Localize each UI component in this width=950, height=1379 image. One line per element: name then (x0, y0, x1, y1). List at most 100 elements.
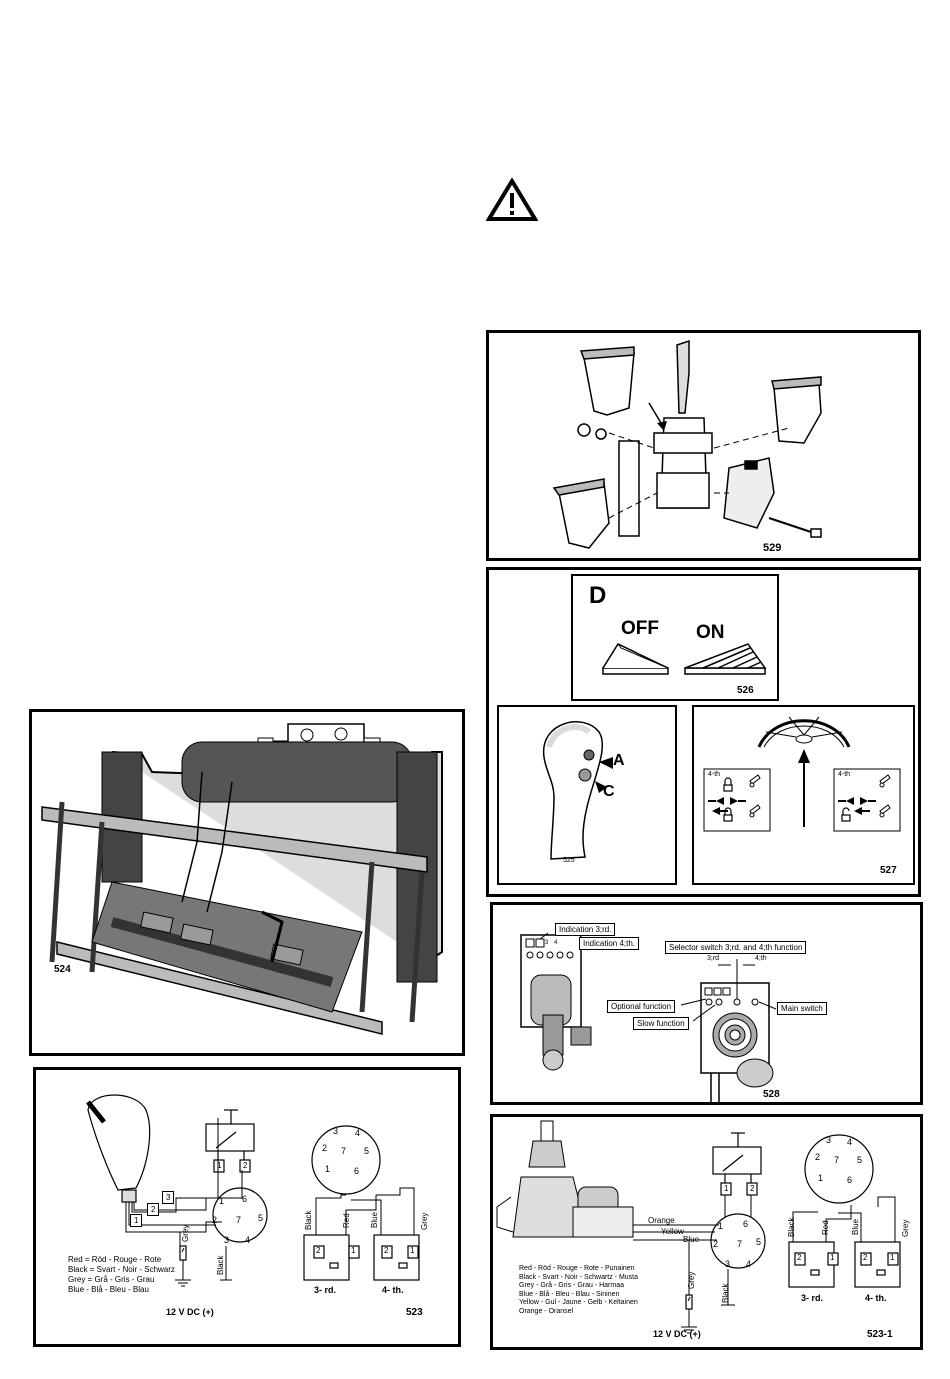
black-wire-label-2: Black (304, 1210, 313, 1230)
wire-tag-2: 2 (147, 1203, 160, 1216)
warning-icon (486, 178, 538, 222)
connector-icon (212, 1187, 268, 1243)
pin-2: 2 (713, 1239, 719, 1249)
front-loader-drawing-icon (41, 741, 443, 1035)
figure-523-panel: 3 2 1 1 2 1 6 2 7 5 3 4 3 4 2 7 5 1 6 Gr… (33, 1067, 461, 1347)
figure-number: 527 (880, 865, 897, 876)
sock-pin-6: 6 (847, 1175, 853, 1185)
pin-7: 7 (236, 1215, 242, 1225)
sock-pin-4: 4 (847, 1137, 853, 1147)
selector-switch-label: Selector switch 3;rd. and 4;th function (665, 941, 807, 954)
joystick-assembly-icon (496, 1120, 634, 1238)
orange-wire-label: Orange (648, 1216, 675, 1225)
fourth-label: 4- th. (865, 1293, 887, 1303)
red-wire-label: Red (821, 1220, 830, 1235)
relay-pin-1: 1 (724, 1184, 729, 1193)
blue-wire-label: Blue (370, 1211, 379, 1228)
figure-number: 524 (54, 964, 71, 975)
wire-tag-3: 3 (162, 1191, 175, 1204)
selector-4th-label: 4;th (755, 955, 767, 962)
pin-3: 3 (224, 1235, 230, 1245)
figure-528-panel: Indication 3;rd. Indication 4;th. Select… (490, 902, 923, 1105)
sock-pin-3: 3 (826, 1135, 832, 1145)
optional-function-label: Optional function (607, 1000, 676, 1013)
figure-524-panel: − − 524 (29, 709, 465, 1056)
sock-pin-1: 1 (325, 1164, 331, 1174)
pin-1: 1 (718, 1221, 724, 1231)
figure-523-1-panel: Orange Yellow Blue 1 2 1 6 2 7 5 3 4 3 4… (490, 1114, 923, 1350)
figure-number: 523 (406, 1307, 423, 1318)
grey-wire-label: Grey (181, 1224, 190, 1242)
pin-5: 5 (756, 1237, 762, 1247)
figure-525-panel: A C 525 (497, 705, 677, 885)
figure-group-panel: D OFF ON 526 A C 525 (486, 567, 921, 897)
sock-pin-7: 7 (834, 1155, 840, 1165)
sock-pin-4: 4 (355, 1128, 361, 1138)
steering-wheel-icon (757, 719, 851, 748)
label-c: C (603, 783, 615, 800)
joystick-handle-icon (87, 1094, 151, 1191)
label-a: A (613, 752, 625, 769)
sock-pin-1: 1 (818, 1173, 824, 1183)
third-label: 3- rd. (314, 1285, 337, 1295)
figure-526-panel: D OFF ON 526 (571, 574, 779, 701)
sock-pin-5: 5 (857, 1155, 863, 1165)
pin-7: 7 (737, 1239, 743, 1249)
slow-function-label: Slow function (633, 1017, 689, 1030)
figure-527-panel: 4-th 4-th 527 (692, 705, 915, 885)
pin-3: 3 (725, 1259, 731, 1269)
red-wire-label: Red (342, 1213, 351, 1228)
color-legend: Red = Röd - Rouge - Rote Black = Svart -… (68, 1255, 175, 1294)
socket-pin-2b: 2 (863, 1253, 868, 1262)
figure-number: 528 (763, 1089, 780, 1100)
socket-pin-2b: 2 (384, 1246, 389, 1255)
pin-6: 6 (242, 1194, 248, 1204)
indication-3rd-label: Indication 3;rd. (555, 923, 616, 936)
sock-pin-7: 7 (341, 1146, 347, 1156)
off-switch-icon (602, 643, 669, 675)
relay-pin-2: 2 (750, 1184, 755, 1193)
pin-4: 4 (245, 1235, 251, 1245)
letter-d: D (589, 582, 607, 609)
blue-wire-label-2: Blue (851, 1218, 860, 1235)
sock-pin-2: 2 (322, 1143, 328, 1153)
third-label: 3- rd. (801, 1293, 824, 1303)
socket-pin-1b: 1 (890, 1253, 895, 1262)
relay-pin-1: 1 (217, 1161, 222, 1170)
on-switch-icon (684, 643, 767, 675)
on-label: ON (696, 622, 725, 643)
figure-number: 529 (763, 542, 782, 554)
black-wire-label: Black (216, 1255, 225, 1275)
wire-tag-1: 1 (130, 1214, 143, 1227)
relay-pin-2: 2 (243, 1161, 248, 1170)
grey-wire-label-2: Grey (420, 1212, 429, 1230)
socket-pin-2a: 2 (316, 1246, 321, 1255)
figure-529-panel: 529 (486, 330, 921, 561)
pin-2: 2 (212, 1215, 218, 1225)
figure-number: 523-1 (867, 1329, 893, 1340)
figure-number: 525 (563, 857, 575, 864)
pin-5: 5 (258, 1213, 264, 1223)
power-label: 12 V DC (+) (653, 1329, 701, 1339)
socket-pin-2a: 2 (797, 1253, 802, 1262)
joystick-box-icon (700, 982, 774, 1102)
main-switch-label: Main switch (777, 1002, 827, 1015)
pin-1: 1 (219, 1196, 225, 1206)
pin-6: 6 (743, 1219, 749, 1229)
figure-number: 526 (737, 685, 754, 696)
grey-wire-label: Grey (687, 1271, 696, 1289)
color-legend: Red - Röd - Rouge - Rote - Punainen Blac… (519, 1265, 639, 1315)
socket-pin-1a: 1 (830, 1253, 835, 1262)
blue-wire-label: Blue (683, 1235, 700, 1244)
sock-pin-3: 3 (333, 1126, 339, 1136)
key-4: 4 (554, 940, 558, 946)
off-label: OFF (621, 618, 659, 639)
black-wire-label-2: Black (787, 1217, 796, 1237)
pin-4: 4 (746, 1259, 752, 1269)
key-3: 3 (545, 940, 549, 946)
control-panel-icon (520, 934, 592, 1071)
black-wire-label: Black (721, 1283, 730, 1303)
yellow-wire-label: Yellow (661, 1227, 684, 1236)
power-label: 12 V DC (+) (166, 1307, 214, 1317)
grey-wire-label-2: Grey (901, 1219, 910, 1237)
